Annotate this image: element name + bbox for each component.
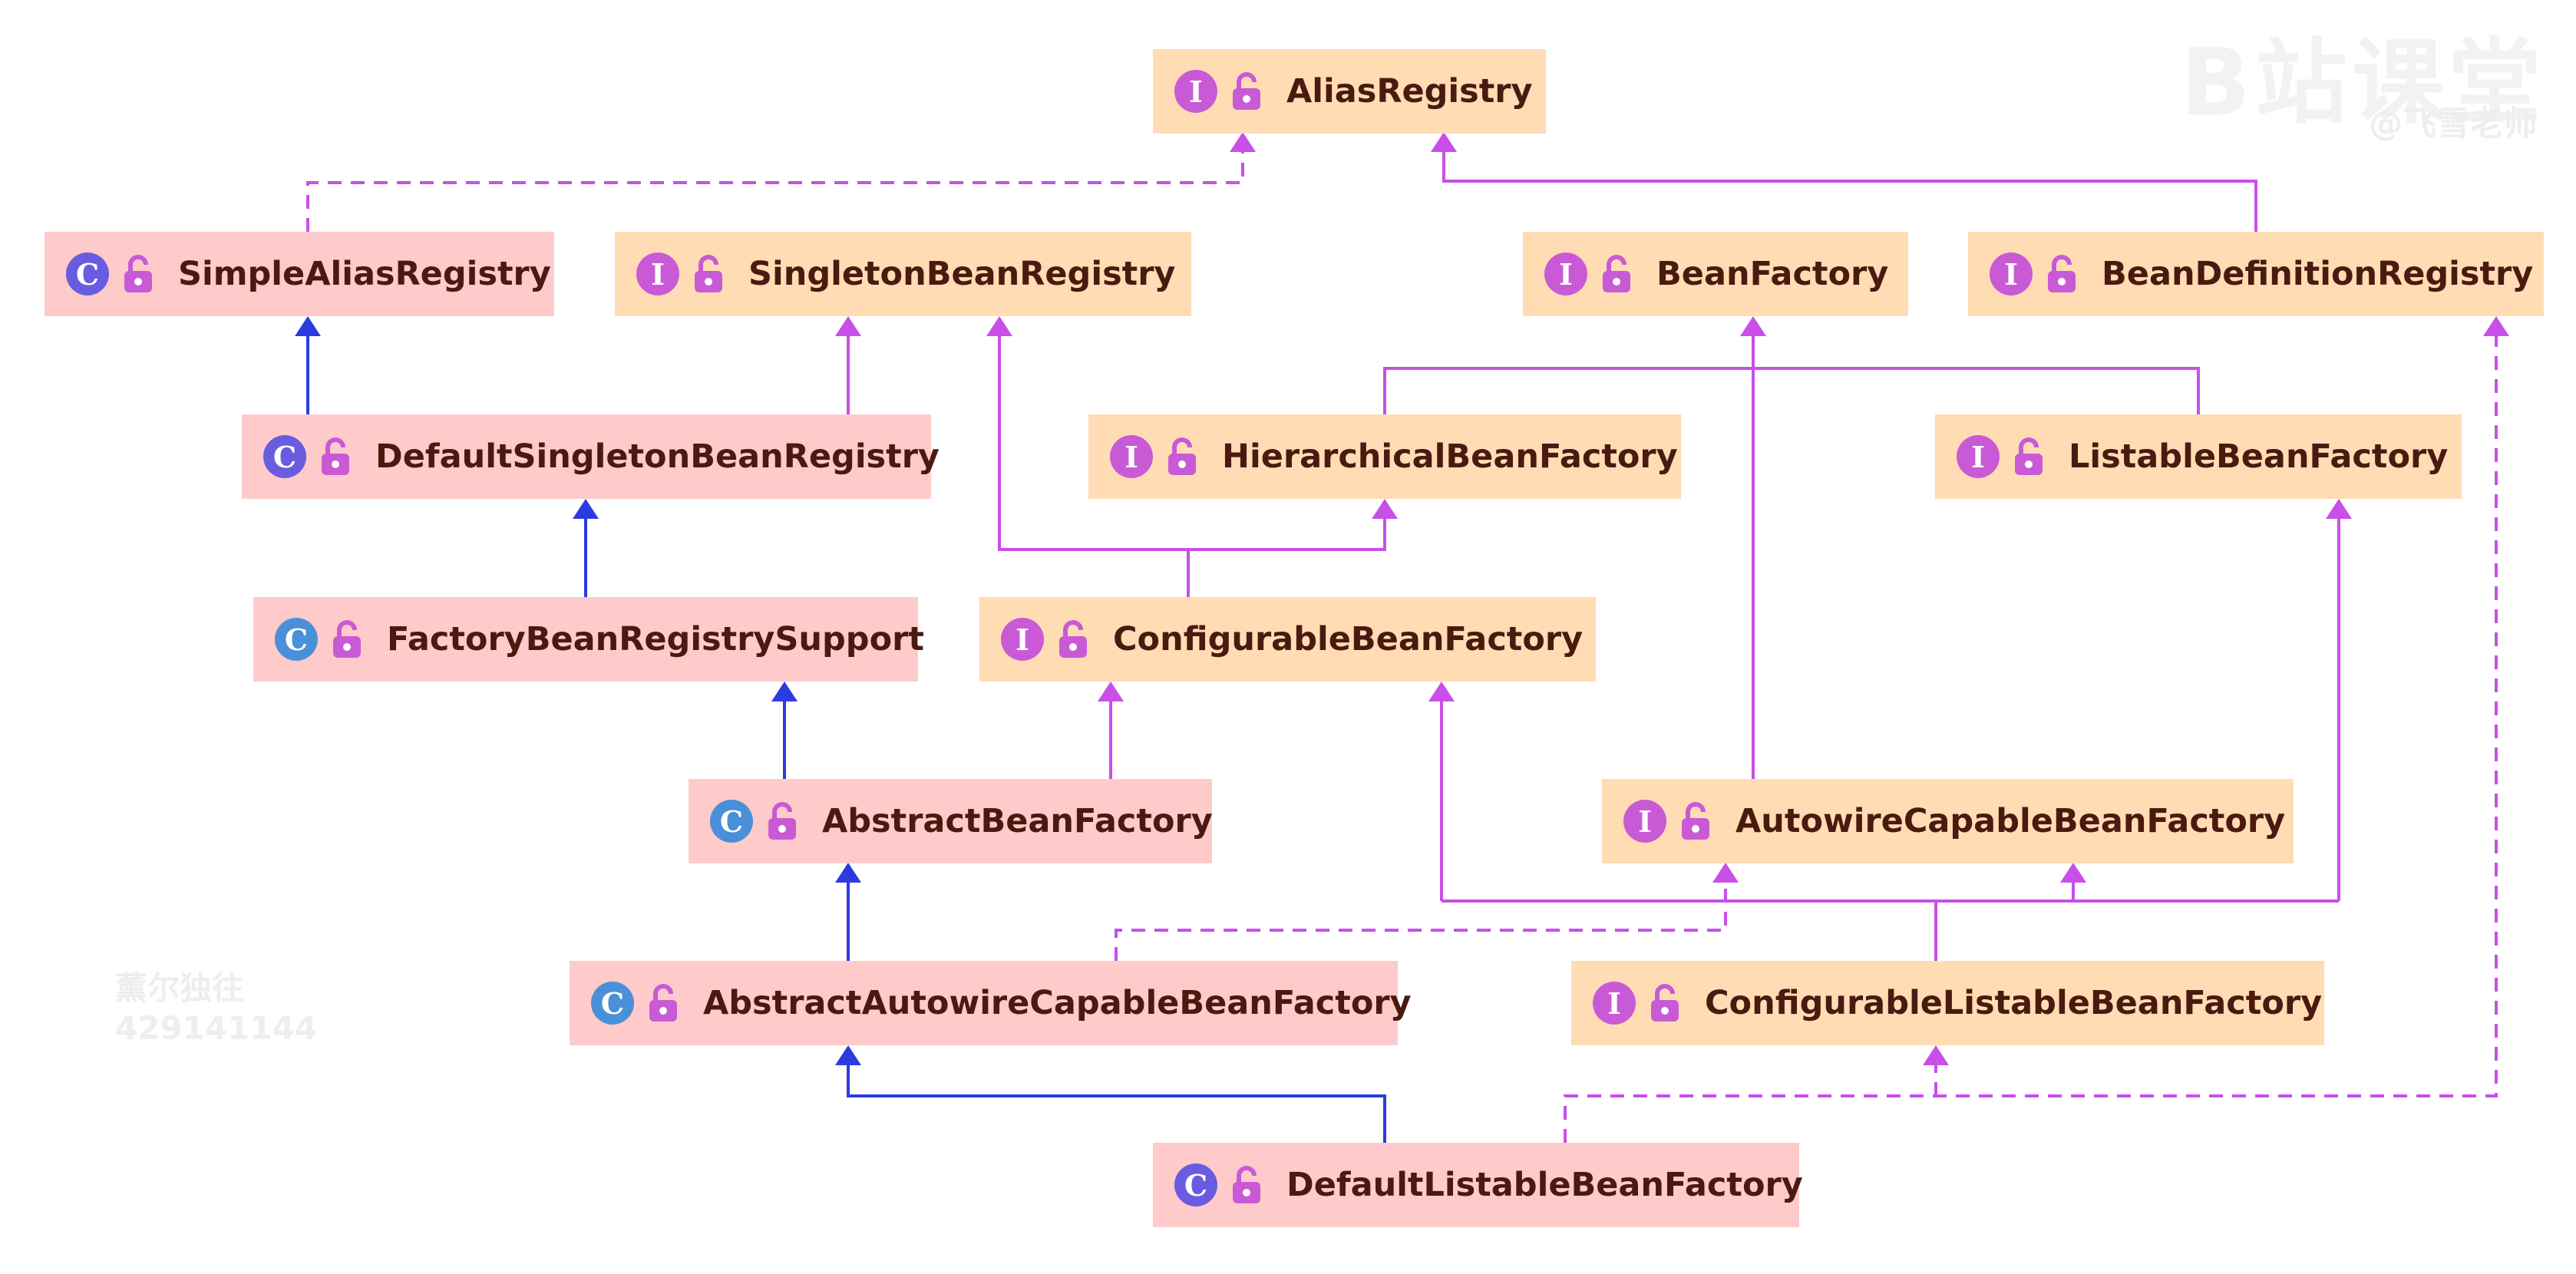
class-badge-icon: C (1174, 1163, 1217, 1206)
user-watermark-name: 薰尔独往 (115, 969, 245, 1007)
arrowhead-hierarchical (1372, 499, 1398, 519)
node-label: DefaultSingletonBeanRegistry (375, 437, 940, 476)
unlock-icon (1603, 255, 1630, 292)
edge-hierarchical-up (1383, 367, 2200, 414)
arrowhead-configurable-right (1428, 682, 1455, 701)
edge-bean-definition-to-alias (1442, 144, 2257, 232)
arrowhead-singleton-registry-left (835, 316, 861, 336)
node-label: AliasRegistry (1286, 72, 1533, 111)
node-label: ConfigurableBeanFactory (1113, 620, 1584, 658)
class-badge-icon: C (275, 618, 318, 661)
unlock-icon (649, 984, 677, 1022)
node-label: FactoryBeanRegistrySupport (387, 620, 924, 658)
node-abstract-autowire-capable-bean-factory[interactable]: C AbstractAutowireCapableBeanFactory (570, 961, 1412, 1045)
interface-badge-icon: I (1990, 252, 2033, 295)
edge-configurable-to-hierarchical (1188, 513, 1386, 551)
interface-badge-icon: I (1593, 982, 1636, 1025)
arrowhead-factory-support (771, 682, 798, 701)
edge-configurable-to-singleton (998, 330, 1190, 597)
unlock-icon (1059, 620, 1087, 658)
unlock-icon (322, 437, 349, 475)
interface-badge-icon: I (1544, 252, 1587, 295)
brand-watermark: B站课堂 (2180, 30, 2545, 137)
unlock-icon (1651, 984, 1679, 1022)
edge-default-listable-to-abstract-autowire (847, 1059, 1386, 1143)
edge-abstract-autowire-to-autowire (1115, 876, 1727, 961)
node-label: DefaultListableBeanFactory (1286, 1166, 1803, 1204)
arrowhead-alias-registry-left (1230, 132, 1256, 152)
node-alias-registry[interactable]: I AliasRegistry (1153, 49, 1546, 134)
node-bean-definition-registry[interactable]: I BeanDefinitionRegistry (1968, 232, 2544, 316)
interface-badge-icon: I (1174, 70, 1217, 113)
interface-badge-icon: I (1623, 800, 1666, 843)
node-singleton-bean-registry[interactable]: I SingletonBeanRegistry (615, 232, 1191, 316)
arrowhead-autowire-left (1712, 863, 1739, 883)
user-watermark-id: 429141144 (115, 1009, 318, 1047)
node-simple-alias-registry[interactable]: C SimpleAliasRegistry (45, 232, 554, 316)
node-factory-bean-registry-support[interactable]: C FactoryBeanRegistrySupport (253, 597, 924, 682)
interface-badge-icon: I (636, 252, 679, 295)
node-default-listable-bean-factory[interactable]: C DefaultListableBeanFactory (1153, 1143, 1803, 1227)
arrowhead-default-singleton (573, 499, 599, 519)
unlock-icon (695, 255, 722, 292)
arrowhead-autowire-right (2060, 863, 2086, 883)
node-label: AbstractBeanFactory (822, 802, 1213, 840)
node-label: SimpleAliasRegistry (178, 255, 551, 293)
node-configurable-listable-bean-factory[interactable]: I ConfigurableListableBeanFactory (1571, 961, 2324, 1045)
class-badge-icon: C (263, 435, 306, 478)
node-label: HierarchicalBeanFactory (1222, 437, 1678, 476)
unlock-icon (2015, 437, 2043, 475)
node-label: BeanFactory (1656, 255, 1889, 293)
interface-badge-icon: I (1110, 435, 1153, 478)
unlock-icon (1233, 72, 1260, 110)
node-abstract-bean-factory[interactable]: C AbstractBeanFactory (689, 779, 1213, 863)
arrowhead-listable (2326, 499, 2352, 519)
node-label: ListableBeanFactory (2069, 437, 2449, 476)
arrowhead-simple-alias-registry (295, 316, 321, 336)
unlock-icon (1233, 1166, 1260, 1203)
node-listable-bean-factory[interactable]: I ListableBeanFactory (1935, 414, 2462, 499)
node-hierarchical-bean-factory[interactable]: I HierarchicalBeanFactory (1088, 414, 1681, 499)
author-watermark: @飞雪老师 (2369, 104, 2538, 144)
node-label: SingletonBeanRegistry (748, 255, 1176, 293)
interface-badge-icon: I (1957, 435, 2000, 478)
node-default-singleton-bean-registry[interactable]: C DefaultSingletonBeanRegistry (242, 414, 940, 499)
arrowhead-configurable-listable (1923, 1045, 1949, 1065)
unlock-icon (2048, 255, 2076, 292)
unlock-icon (768, 802, 796, 840)
class-badge-icon: C (591, 982, 634, 1025)
class-badge-icon: C (710, 800, 753, 843)
arrowhead-bean-definition (2483, 316, 2509, 336)
unlock-icon (333, 620, 361, 658)
class-badge-icon: C (66, 252, 109, 295)
node-autowire-capable-bean-factory[interactable]: I AutowireCapableBeanFactory (1602, 779, 2294, 863)
user-watermark: 薰尔独往 429141144 (115, 969, 317, 1048)
arrowhead-configurable-left (1098, 682, 1124, 701)
node-label: AutowireCapableBeanFactory (1735, 802, 2286, 840)
node-configurable-bean-factory[interactable]: I ConfigurableBeanFactory (979, 597, 1596, 682)
edge-default-listable-to-bean-definition (1564, 330, 2498, 1143)
arrowhead-abstract-autowire (835, 1045, 861, 1065)
node-label: ConfigurableListableBeanFactory (1705, 984, 2323, 1022)
unlock-icon (1682, 802, 1709, 840)
node-bean-factory[interactable]: I BeanFactory (1523, 232, 1908, 316)
arrowhead-abstract-bean (835, 863, 861, 883)
arrowhead-bean-factory (1740, 316, 1766, 336)
arrowhead-alias-registry-right (1431, 132, 1457, 152)
unlock-icon (124, 255, 152, 292)
edge-simple-alias-to-alias (306, 144, 1244, 232)
node-label: AbstractAutowireCapableBeanFactory (703, 984, 1412, 1022)
node-label: BeanDefinitionRegistry (2102, 255, 2534, 293)
interface-badge-icon: I (1001, 618, 1044, 661)
unlock-icon (1168, 437, 1196, 475)
arrowhead-singleton-registry-right (986, 316, 1012, 336)
